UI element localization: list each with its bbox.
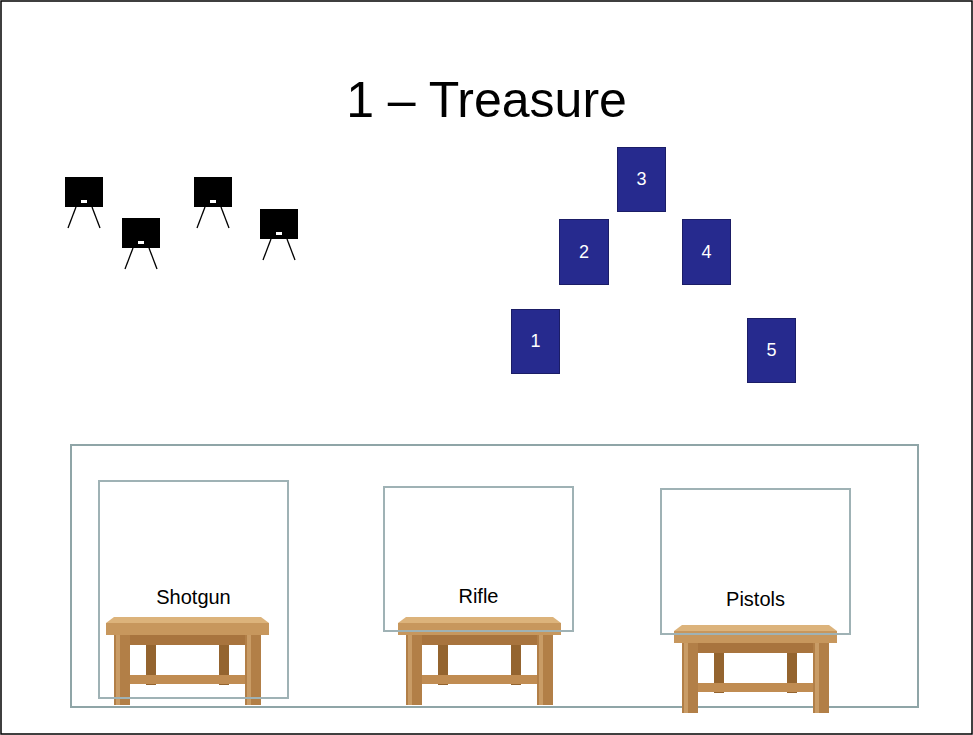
target-stand (194, 177, 232, 228)
wooden-table (674, 625, 837, 713)
target-stand (122, 218, 160, 269)
station-label: Pistols (662, 588, 849, 611)
numbered-marker: 2 (559, 219, 609, 285)
numbered-marker: 4 (682, 219, 731, 285)
target-stand (65, 177, 103, 228)
marker-number: 1 (530, 331, 540, 352)
slide-title: 1 – Treasure (0, 72, 973, 130)
marker-number: 5 (766, 340, 776, 361)
station-label: Rifle (385, 585, 572, 608)
marker-number: 3 (636, 169, 646, 190)
station-box: Shotgun (98, 480, 289, 699)
numbered-marker: 3 (617, 147, 666, 212)
marker-number: 2 (579, 242, 589, 263)
station-box: Rifle (383, 486, 574, 632)
station-box: Pistols (660, 488, 851, 635)
numbered-marker: 5 (747, 318, 796, 383)
station-label: Shotgun (100, 586, 287, 609)
target-stand (260, 209, 298, 260)
marker-number: 4 (701, 242, 711, 263)
numbered-marker: 1 (511, 309, 560, 374)
wooden-table (106, 617, 269, 705)
